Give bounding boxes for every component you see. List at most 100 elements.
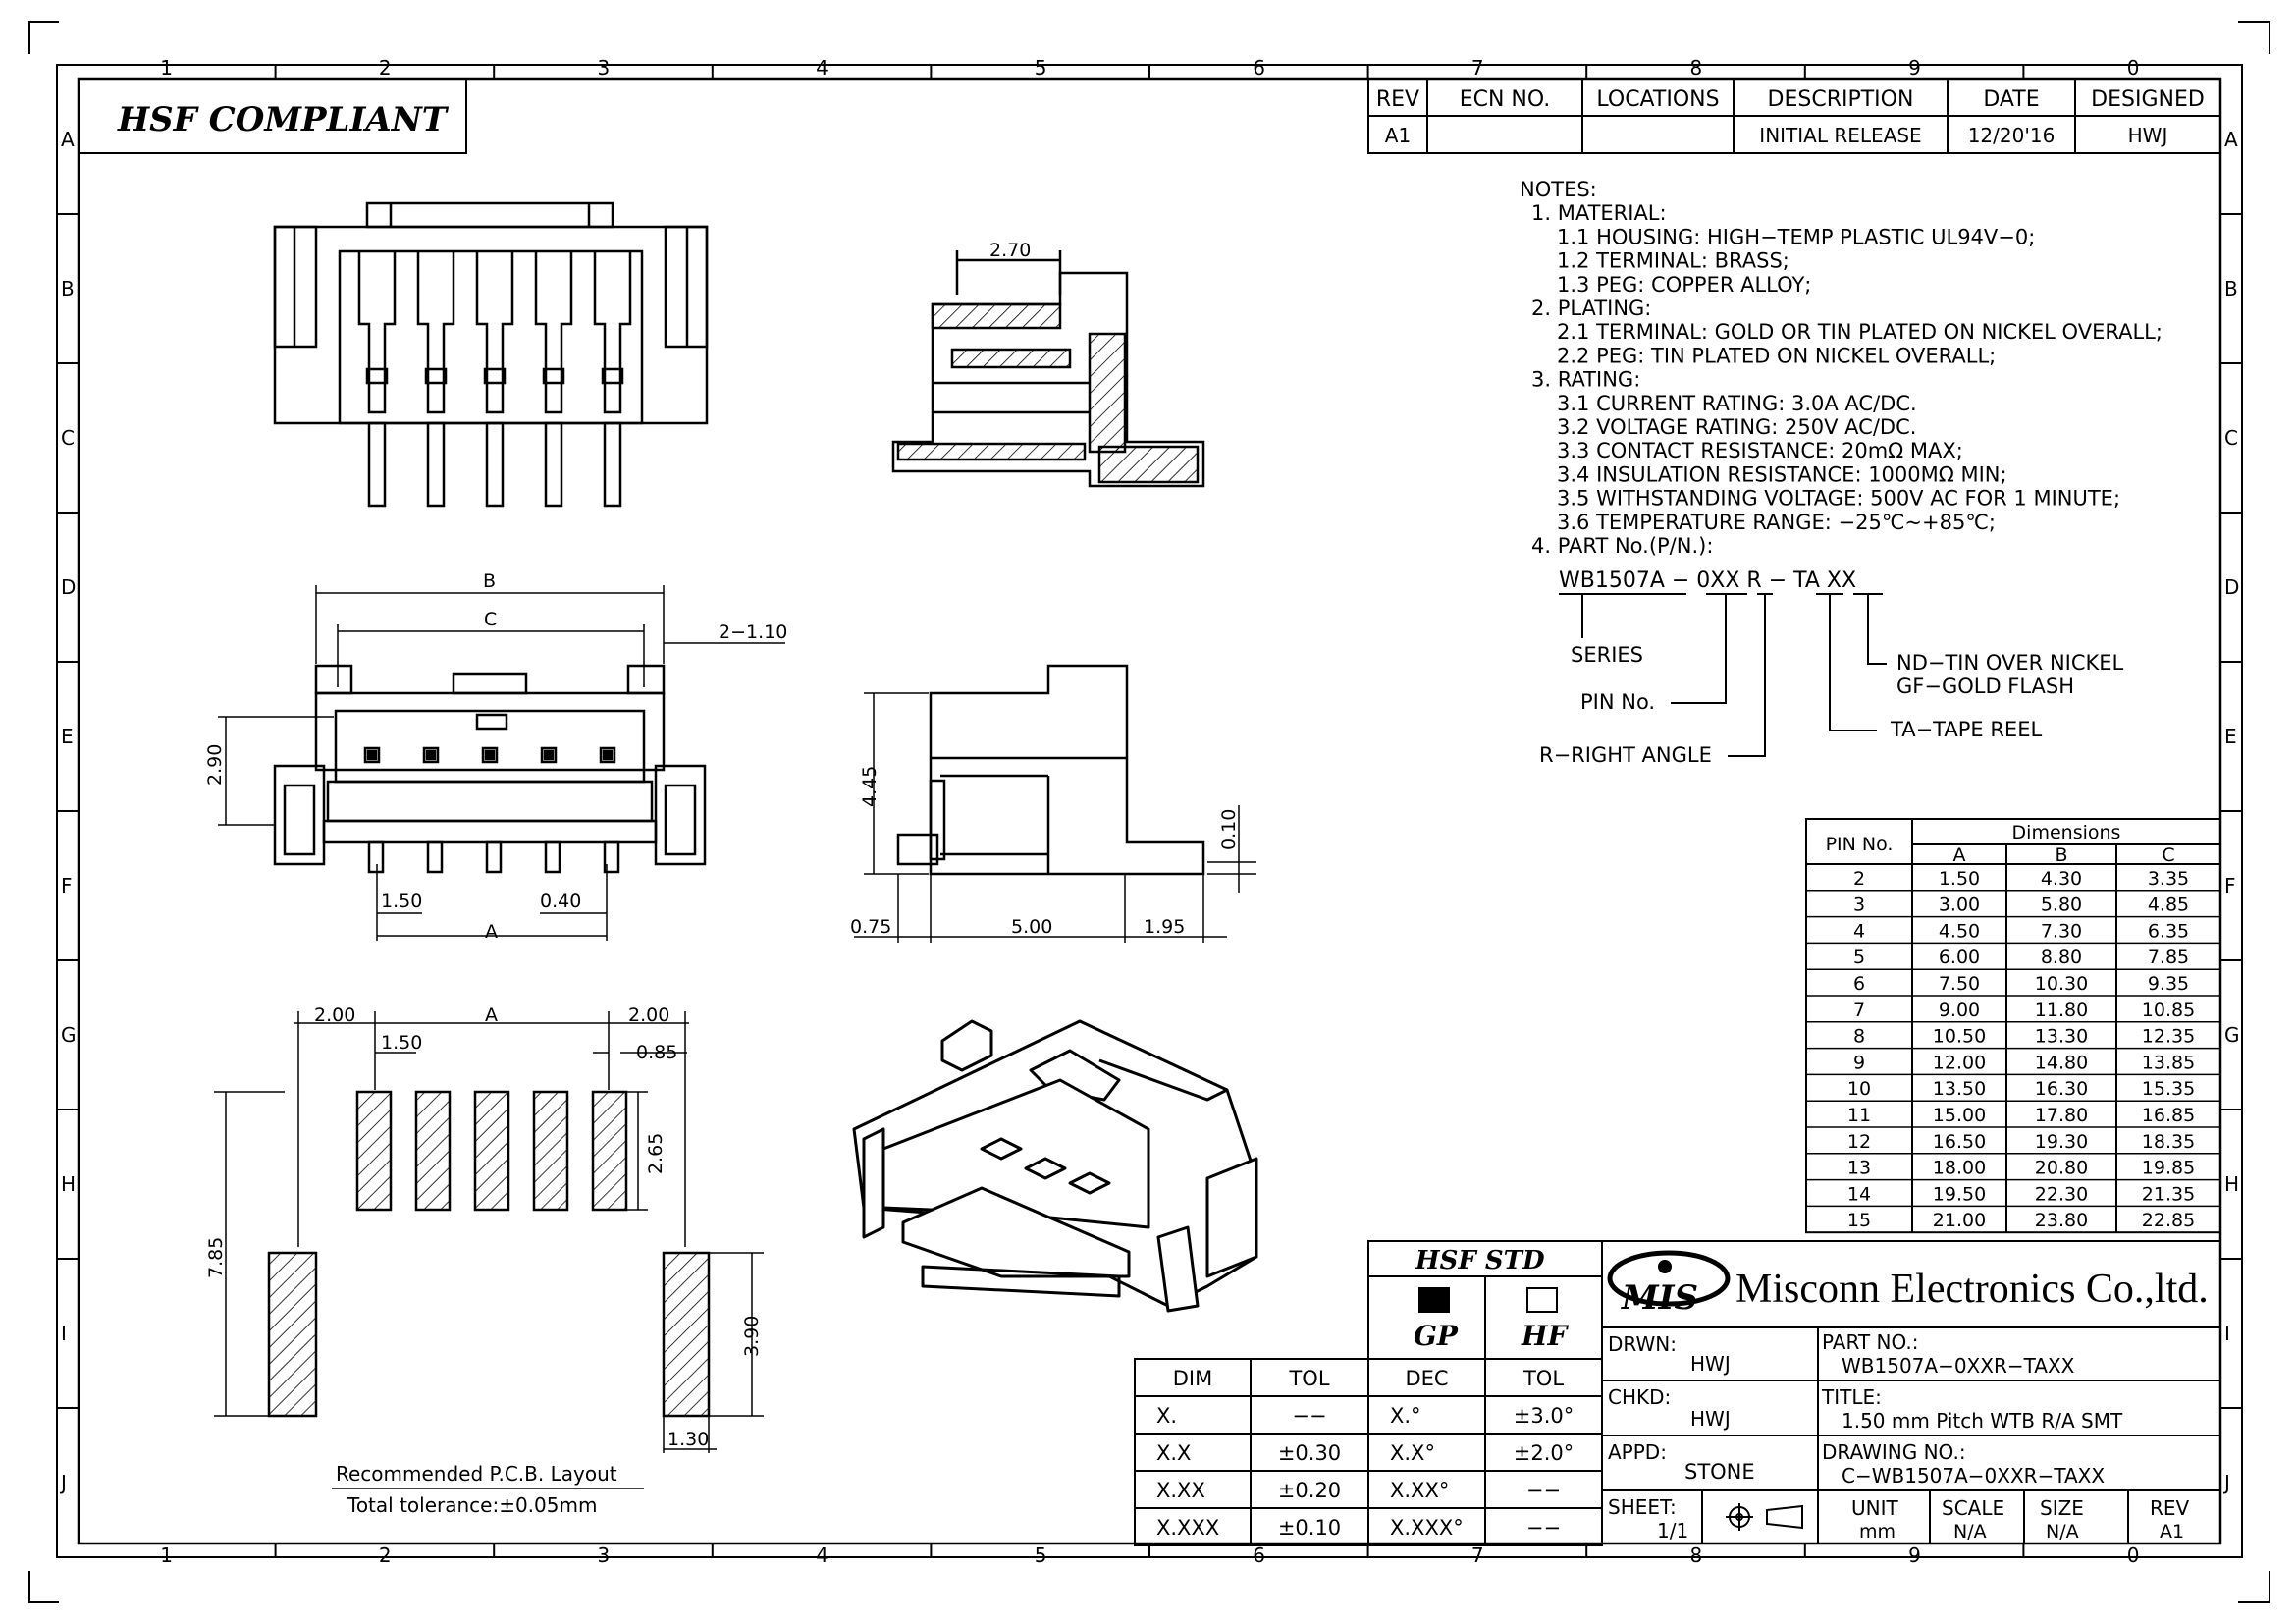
scale-value: N/A [1953, 1521, 1987, 1543]
part-number-diagram [1559, 593, 1887, 757]
dim-table-cell: 16.50 [1933, 1131, 1986, 1153]
zone-row-right: E [2224, 725, 2237, 748]
zone-row-right: A [2224, 128, 2238, 151]
pcb-pad [414, 1090, 452, 1212]
chkd-label: CHKD: [1608, 1385, 1671, 1409]
hsf-banner-box [78, 78, 467, 154]
note-line: 4. PART No.(P/N.): [1531, 534, 1713, 558]
drawing-no-label: DRAWING NO.: [1822, 1440, 1966, 1464]
front-view-drawing [273, 664, 707, 874]
dim-table-cell: 6.35 [2148, 920, 2189, 942]
title-value: 1.50 mm Pitch WTB R/A SMT [1842, 1409, 2123, 1433]
dim-table-cell: 6.00 [1939, 947, 1980, 968]
dim-side-body: 5.00 [1011, 916, 1052, 938]
terminal-pin [416, 251, 455, 414]
dim-table-cell: 4.30 [2041, 868, 2082, 890]
contact-window [422, 746, 440, 764]
pcb-pitch: 1.50 [381, 1032, 422, 1054]
isometric-view-drawing [852, 1019, 1258, 1313]
zone-col-top: 9 [1908, 56, 1921, 80]
dim-table-cell: 6 [1853, 973, 1865, 995]
chkd-value: HWJ [1690, 1407, 1731, 1431]
terminal-pin [534, 251, 573, 414]
appd-value: STONE [1684, 1460, 1755, 1484]
zone-col-bottom: 0 [2127, 1543, 2140, 1567]
tol-table-cell: X.XX° [1390, 1479, 1449, 1502]
pcb-left-margin: 2.00 [314, 1004, 355, 1026]
dim-table-cell: 13.85 [2142, 1052, 2195, 1073]
dim-side-height: 4.45 [859, 766, 881, 807]
zone-row-left: A [61, 128, 75, 151]
zone-row-right: I [2224, 1322, 2230, 1345]
zone-row-left: J [59, 1471, 67, 1494]
dim-table-cell: 22.30 [2035, 1183, 2088, 1205]
note-line: 3.5 WITHSTANDING VOLTAGE: 500V AC FOR 1 … [1557, 487, 2120, 511]
hsf-hf: HF [1521, 1320, 1569, 1352]
pcb-overall: 7.85 [205, 1237, 227, 1278]
smt-lead [603, 840, 620, 874]
note-line: 2. PLATING: [1531, 297, 1651, 320]
size-value: N/A [2046, 1521, 2079, 1543]
contact-window [540, 746, 558, 764]
terminal-pin-tail [603, 421, 622, 508]
pcb-layout-drawing [267, 1090, 711, 1418]
dim-table-cell: 16.85 [2142, 1105, 2195, 1126]
dim-side-tab: 1.95 [1144, 916, 1185, 938]
part-no-label: PART NO.: [1822, 1330, 1918, 1354]
dim-table-cell: 12.35 [2142, 1026, 2195, 1048]
section-view-drawing [891, 250, 1205, 488]
zone-col-top: 8 [1690, 56, 1703, 80]
note-line: 3.2 VOLTAGE RATING: 250V AC/DC. [1557, 415, 1916, 439]
contact-point [602, 749, 614, 761]
terminal-pin-notch [424, 367, 448, 385]
zone-row-right: H [2224, 1172, 2239, 1196]
dim-table-cell: 7.85 [2148, 947, 2189, 968]
zone-row-right: D [2224, 575, 2239, 599]
dim-table-cell: 19.50 [1933, 1183, 1986, 1205]
zone-row-right: C [2224, 426, 2238, 450]
dim-table-cell: 12.00 [1933, 1052, 1986, 1073]
zone-row-left: E [61, 725, 74, 748]
pcb-pad [355, 1090, 393, 1212]
pcb-pad [532, 1090, 569, 1212]
hsf-banner: HSF COMPLIANT [117, 100, 450, 139]
pcb-layout-dimensions [214, 1011, 764, 1453]
dim-table-col-header: B [2055, 844, 2067, 866]
dim-table-cell: 7.30 [2041, 920, 2082, 942]
hsf-gp: GP [1414, 1320, 1459, 1352]
dim-side-flat: 0.10 [1218, 809, 1240, 850]
zone-row-left: H [61, 1172, 76, 1196]
company-logo: MIS [1607, 1250, 1731, 1318]
tol-table-cell: X.XX [1156, 1479, 1205, 1502]
pcb-caption: Recommended P.C.B. Layout [336, 1462, 617, 1486]
dim-table-cell: 21.35 [2142, 1183, 2195, 1205]
rev-table-header: ECN NO. [1460, 87, 1551, 112]
terminal-pin-tail [485, 421, 505, 508]
size-label: SIZE [2040, 1496, 2084, 1520]
rev-table-cell: 12/20'16 [1968, 124, 2056, 147]
dim-table-col-header: C [2162, 844, 2174, 866]
rev-table-header: LOCATIONS [1596, 87, 1719, 112]
tol-table-cell: ±0.20 [1278, 1479, 1341, 1502]
zone-col-bottom: 2 [379, 1543, 392, 1567]
drwn-label: DRWN: [1608, 1332, 1677, 1356]
company-name: Misconn Electronics Co.,ltd. [1735, 1267, 2209, 1312]
rev-table-header: REV [1376, 87, 1419, 112]
dim-table-group-header: Dimensions [2012, 822, 2121, 843]
unit-value: mm [1859, 1521, 1896, 1543]
terminal-pin-tail [367, 421, 387, 508]
terminal-pin [357, 251, 397, 414]
tol-table-header: DIM [1173, 1367, 1212, 1390]
dim-table-cell: 19.30 [2035, 1131, 2088, 1153]
title-label: TITLE: [1821, 1385, 1882, 1409]
dim-a-label: A [485, 921, 498, 943]
terminal-pin [475, 251, 514, 414]
zone-col-top: 2 [379, 56, 392, 80]
zone-col-top: 0 [2127, 56, 2140, 80]
tol-table-cell: X. [1156, 1404, 1177, 1428]
contact-point [425, 749, 437, 761]
sheet-label: SHEET: [1608, 1495, 1677, 1519]
zone-row-left: C [61, 426, 75, 450]
zone-col-top: 7 [1471, 56, 1484, 80]
